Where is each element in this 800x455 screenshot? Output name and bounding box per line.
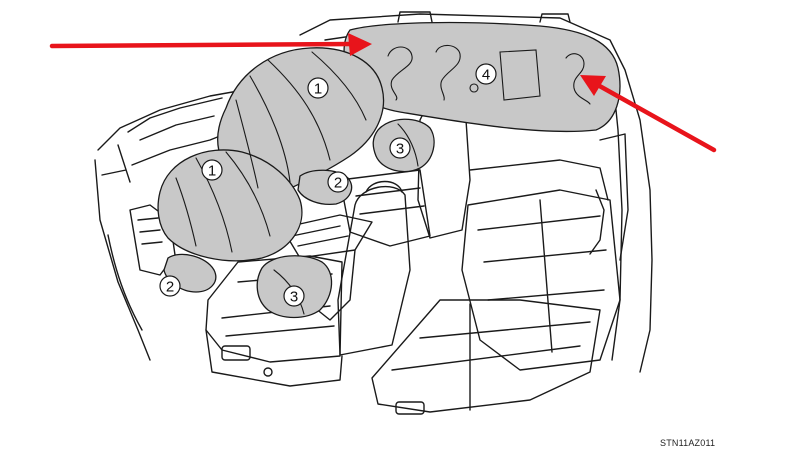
driver-airbag xyxy=(157,149,303,262)
callout-3-passenger-side: 3 xyxy=(389,137,411,159)
rear-door xyxy=(599,133,629,261)
rear-seat-stitch xyxy=(477,199,607,353)
red-arrows xyxy=(49,33,717,153)
callout-1-passenger: 1 xyxy=(307,77,329,99)
arrow-left xyxy=(49,33,372,56)
passenger-airbag-folds xyxy=(235,51,367,189)
driver-seat-back xyxy=(337,186,411,356)
callout-1-driver: 1 xyxy=(201,159,223,181)
rear-cushion-stitch xyxy=(391,303,591,411)
curtain-seam-1 xyxy=(387,46,413,101)
callout-3-driver-side: 3 xyxy=(283,285,305,307)
roof-handles xyxy=(397,11,571,23)
driver-airbag-folds xyxy=(175,151,271,253)
curtain-vent xyxy=(469,83,479,93)
door-trim xyxy=(101,97,223,183)
rear-seat-cushion xyxy=(371,299,601,413)
curtain-window xyxy=(499,49,541,101)
rear-seat-back xyxy=(461,189,621,371)
driver-seat-cushion xyxy=(205,255,343,363)
callout-label: 3 xyxy=(290,289,298,306)
callout-label: 3 xyxy=(396,141,404,158)
seatbelt xyxy=(589,189,605,255)
front-seat-stitch xyxy=(355,187,425,215)
callout-label: 2 xyxy=(334,175,342,192)
callout-4-curtain: 4 xyxy=(475,63,497,85)
console-buttons xyxy=(291,225,349,247)
callout-label: 1 xyxy=(208,163,216,180)
callout-markers: 1 1 2 2 3 3 4 xyxy=(159,63,497,307)
seat-knob xyxy=(263,367,273,377)
roof-rail xyxy=(299,13,653,373)
seat-switch xyxy=(221,345,251,361)
driver-seat-base xyxy=(205,329,343,387)
callout-label: 4 xyxy=(482,67,490,84)
arrow-right xyxy=(580,75,717,153)
dash-vents xyxy=(137,217,163,245)
figure-code: STN11AZ011 xyxy=(660,438,716,448)
driver-seat-headrest xyxy=(365,180,403,193)
curtain-seam-2 xyxy=(435,44,461,101)
curtain-seam-3 xyxy=(565,53,591,105)
rear-seat-top xyxy=(469,159,609,201)
front-door xyxy=(97,87,256,151)
rear-seat-latch xyxy=(395,401,425,415)
callout-label: 2 xyxy=(166,279,174,296)
callout-2-driver-knee: 2 xyxy=(159,275,181,297)
door-panel xyxy=(107,234,143,331)
dashboard-edge xyxy=(94,159,151,361)
callout-label: 1 xyxy=(314,81,322,98)
callout-2-passenger-knee: 2 xyxy=(327,171,349,193)
